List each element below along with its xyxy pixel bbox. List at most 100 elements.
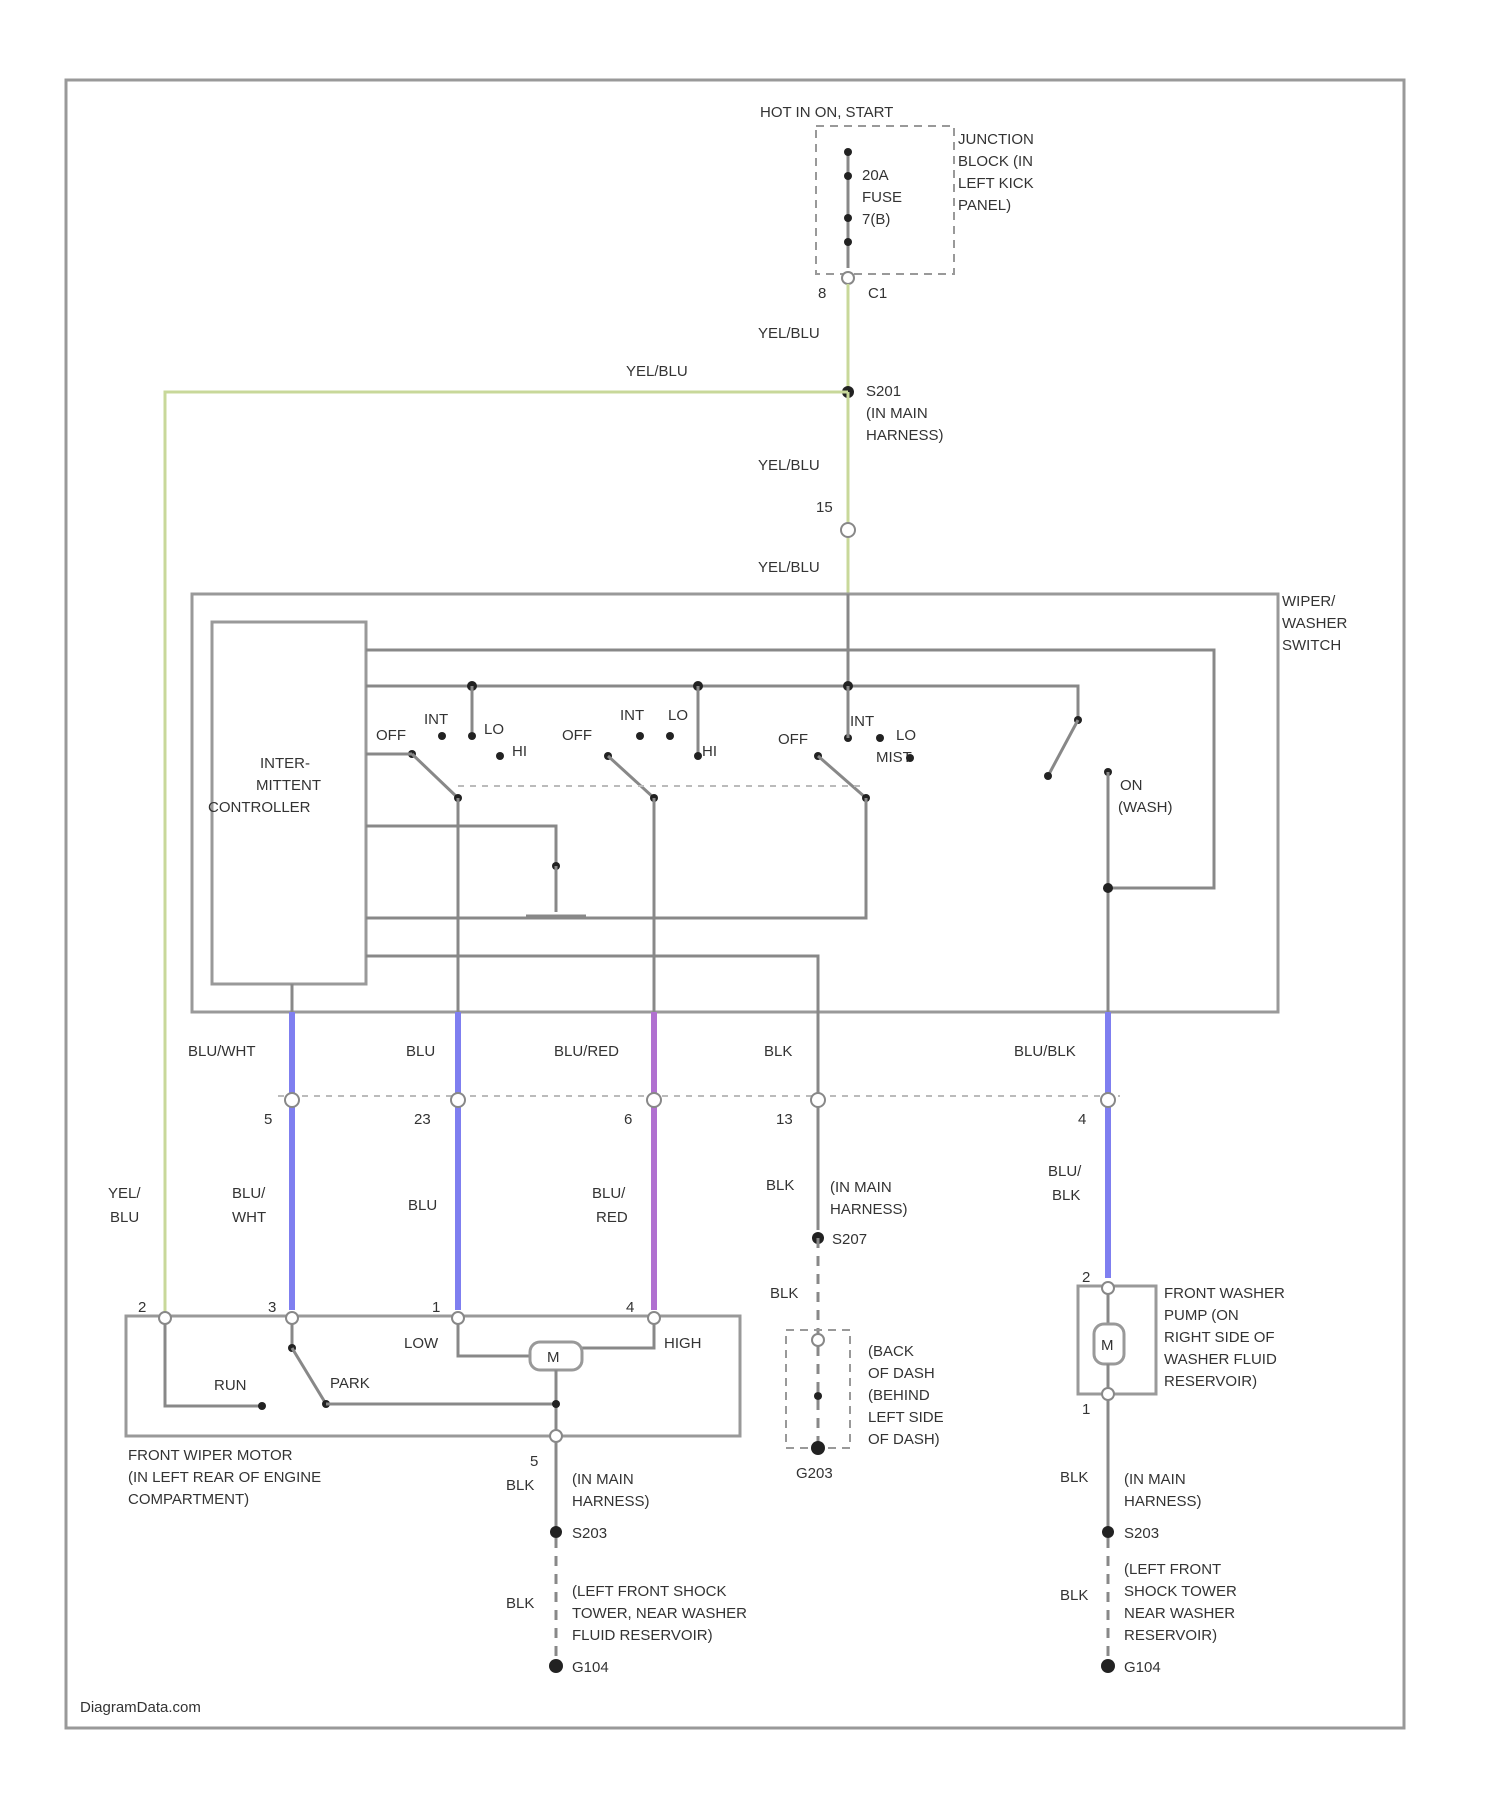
g203-id: G203 xyxy=(796,1465,833,1482)
motor-label-1: FRONT WIPER MOTOR xyxy=(128,1447,293,1464)
sw1-contact-hi xyxy=(496,752,504,760)
washer-on-label-1: ON xyxy=(1120,777,1143,794)
wire-label-blu-wht-a: BLU/ xyxy=(232,1185,266,1202)
motor-pin-label-2: 2 xyxy=(138,1299,146,1316)
wire-label-blu-red-b: RED xyxy=(596,1209,628,1226)
splice-s201-id: S201 xyxy=(866,383,901,400)
fuse-dot-4 xyxy=(844,238,852,246)
wire-label-blk-motor: BLK xyxy=(506,1477,534,1494)
sw2-contact-int xyxy=(636,732,644,740)
fuse-line-1: 20A xyxy=(862,167,889,184)
washer-pump-box xyxy=(1078,1286,1156,1394)
washer-junction-dot xyxy=(1103,883,1113,893)
wire-label-yel-blu-branch: YEL/BLU xyxy=(626,363,688,380)
conn-15-label: 15 xyxy=(816,499,833,516)
washer-on-label-2: (WASH) xyxy=(1118,799,1172,816)
sw1-lo: LO xyxy=(484,721,504,738)
g203-loc-1: (BACK xyxy=(868,1343,914,1360)
sw1-off: OFF xyxy=(376,727,406,744)
ctrl-wire-2 xyxy=(366,798,866,918)
splice-s203-loc-1: (IN MAIN xyxy=(572,1471,634,1488)
sw1-hi: HI xyxy=(512,743,527,760)
splice-s207-loc-1: (IN MAIN xyxy=(830,1179,892,1196)
splice-s203-loc-2: HARNESS) xyxy=(572,1493,650,1510)
yel-blu-branch xyxy=(165,392,848,1315)
switch-label-3: SWITCH xyxy=(1282,637,1341,654)
sw2-lo: LO xyxy=(668,707,688,724)
conn-pin-23 xyxy=(451,1093,465,1107)
motor-high-label: HIGH xyxy=(664,1335,702,1352)
sw3-contact-lo xyxy=(876,734,884,742)
g203-loc-4: LEFT SIDE xyxy=(868,1409,944,1426)
motor-label-2: (IN LEFT REAR OF ENGINE xyxy=(128,1469,321,1486)
junction-block-line-1: JUNCTION xyxy=(958,131,1034,148)
splice-s203b-loc-1: (IN MAIN xyxy=(1124,1471,1186,1488)
splice-s201-loc-1: (IN MAIN xyxy=(866,405,928,422)
sw3-off: OFF xyxy=(778,731,808,748)
wire-label-blk-g104: BLK xyxy=(506,1595,534,1612)
motor-run-contact xyxy=(258,1402,266,1410)
wire-label-blu-blk-b: BLK xyxy=(1052,1187,1080,1204)
g203-loc-5: OF DASH) xyxy=(868,1431,940,1448)
fuse-dot-1 xyxy=(844,148,852,156)
g104-loc-1: (LEFT FRONT SHOCK xyxy=(572,1583,726,1600)
pump-label-4: WASHER FLUID xyxy=(1164,1351,1277,1368)
pump-label-5: RESERVOIR) xyxy=(1164,1373,1257,1390)
switch-label-1: WIPER/ xyxy=(1282,593,1336,610)
wire-label-blu-blk: BLU/BLK xyxy=(1014,1043,1076,1060)
wire-label-blu-wht-b: WHT xyxy=(232,1209,266,1226)
splice-s201-loc-2: HARNESS) xyxy=(866,427,944,444)
pump-label-3: RIGHT SIDE OF xyxy=(1164,1329,1275,1346)
sw1-int: INT xyxy=(424,711,448,728)
controller-label-1: INTER- xyxy=(260,755,310,772)
wire-label-blk-3: BLK xyxy=(770,1285,798,1302)
wire-label-blu-red: BLU/RED xyxy=(554,1043,619,1060)
motor-low-wire xyxy=(458,1324,530,1356)
g104b-id: G104 xyxy=(1124,1659,1161,1676)
g104-ground xyxy=(549,1659,563,1673)
conn-pin-5 xyxy=(285,1093,299,1107)
splice-s207-id: S207 xyxy=(832,1231,867,1248)
motor-pin-4 xyxy=(648,1312,660,1324)
sw2-int: INT xyxy=(620,707,644,724)
sw2-blade xyxy=(608,756,654,798)
motor-pin-label-3: 3 xyxy=(268,1299,276,1316)
g104b-ground xyxy=(1101,1659,1115,1673)
g203-pin xyxy=(812,1334,824,1346)
motor-pin-2 xyxy=(159,1312,171,1324)
ctrl-wire-1 xyxy=(366,826,556,866)
splice-s203b-dot xyxy=(1102,1526,1114,1538)
washer-switch-blade xyxy=(1048,720,1078,776)
power-pin-num: 8 xyxy=(818,285,826,302)
wire-label-blk: BLK xyxy=(764,1043,792,1060)
g203-loc-3: (BEHIND xyxy=(868,1387,930,1404)
conn-15-pin xyxy=(841,523,855,537)
sw2-contact-lo xyxy=(666,732,674,740)
pump-label-1: FRONT WASHER xyxy=(1164,1285,1285,1302)
sw1-blade xyxy=(412,754,458,798)
pump-pin-1 xyxy=(1102,1388,1114,1400)
splice-s203b-loc-2: HARNESS) xyxy=(1124,1493,1202,1510)
pump-pin-2 xyxy=(1102,1282,1114,1294)
wire-label-yel-blu-2: YEL/BLU xyxy=(758,457,820,474)
g104b-loc-1: (LEFT FRONT xyxy=(1124,1561,1221,1578)
pump-pin-label-2: 2 xyxy=(1082,1269,1090,1286)
wire-label-blu: BLU xyxy=(406,1043,435,1060)
sw1-contact-lo xyxy=(468,732,476,740)
sw2-contact-hi xyxy=(694,752,702,760)
watermark: DiagramData.com xyxy=(80,1699,201,1716)
wire-label-yel-blu-b: BLU xyxy=(110,1209,139,1226)
fuse-dot-2 xyxy=(844,172,852,180)
wire-label-blk-pump: BLK xyxy=(1060,1469,1088,1486)
sw3-contact-mist xyxy=(906,754,914,762)
junction-block-line-2: BLOCK (IN xyxy=(958,153,1033,170)
sw3-blade xyxy=(818,756,866,798)
power-pin xyxy=(842,272,854,284)
fuse-dot-3 xyxy=(844,214,852,222)
wire-label-blu-blk-a: BLU/ xyxy=(1048,1163,1082,1180)
splice-s203-dot xyxy=(550,1526,562,1538)
motor-label-3: COMPARTMENT) xyxy=(128,1491,249,1508)
motor-gnd-pin-label: 5 xyxy=(530,1453,538,1470)
motor-high-wire xyxy=(582,1324,654,1348)
